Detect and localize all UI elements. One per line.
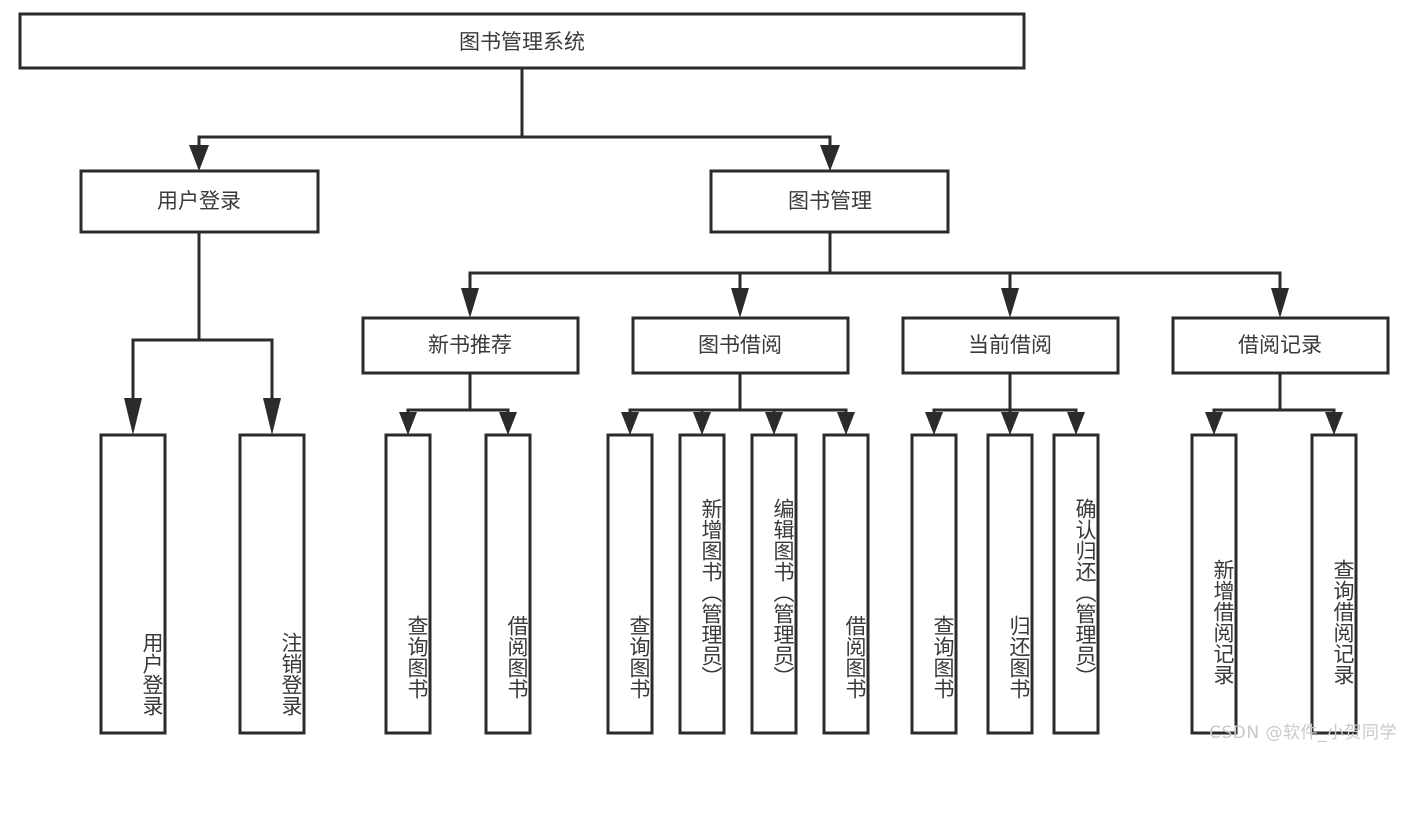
arrow-head-icon	[499, 412, 517, 435]
arrow-head-icon	[820, 145, 840, 171]
node-leaf-return-book-box[interactable]	[986, 433, 1034, 735]
leaf-boxes	[99, 433, 1358, 735]
node-book-manage[interactable]: 图书管理	[709, 169, 950, 234]
arrow-head-icon	[1067, 412, 1085, 435]
node-new-book-recommend-box[interactable]	[361, 316, 580, 375]
arrow-head-icon	[399, 412, 417, 435]
node-leaf-query-book-2-box[interactable]	[606, 433, 654, 735]
node-leaf-borrow-book-1-box[interactable]	[484, 433, 532, 735]
node-leaf-user-login-box[interactable]	[99, 433, 167, 735]
arrow-head-icon	[1001, 288, 1019, 318]
node-new-book-recommend[interactable]: 新书推荐	[361, 316, 580, 375]
arrow-head-icon	[837, 412, 855, 435]
arrow-head-icon	[731, 288, 749, 318]
node-root-box[interactable]	[18, 12, 1026, 70]
arrow-head-icon	[461, 288, 479, 318]
node-leaf-query-record-box[interactable]	[1310, 433, 1358, 735]
node-user-login-label: 用户登录	[157, 189, 241, 213]
node-root-label: 图书管理系统	[459, 30, 585, 54]
node-root[interactable]: 图书管理系统	[18, 12, 1026, 70]
node-book-manage-label: 图书管理	[788, 189, 872, 213]
diagram-canvas: 图书管理系统 用户登录 图书管理 新书推荐 图书借阅 当前借阅 借阅记录	[18, 12, 1390, 735]
arrow-head-icon	[1205, 412, 1223, 435]
node-borrow-record-label: 借阅记录	[1238, 333, 1322, 357]
arrow-head-icon	[621, 412, 639, 435]
arrow-head-icon	[765, 412, 783, 435]
node-borrow-record-box[interactable]	[1171, 316, 1390, 375]
node-leaf-query-book-1-box[interactable]	[384, 433, 432, 735]
arrow-head-icon	[693, 412, 711, 435]
arrow-head-icon	[189, 145, 209, 171]
node-book-borrow-label: 图书借阅	[698, 333, 782, 357]
node-leaf-add-book-box[interactable]	[678, 433, 726, 735]
flowchart-diagram: 图书管理系统 用户登录 图书管理 新书推荐 图书借阅 当前借阅 借阅记录	[18, 12, 1397, 743]
arrow-head-icon	[1271, 288, 1289, 318]
node-leaf-query-book-3-box[interactable]	[910, 433, 958, 735]
node-new-book-recommend-label: 新书推荐	[428, 333, 512, 357]
connector-borrowrecord-to-leaves	[1205, 371, 1343, 435]
node-book-borrow-box[interactable]	[631, 316, 850, 375]
node-book-manage-box[interactable]	[709, 169, 950, 234]
arrow-head-icon	[925, 412, 943, 435]
arrow-head-icon	[1325, 412, 1343, 435]
arrow-head-icon	[124, 398, 142, 435]
node-current-borrow-label: 当前借阅	[968, 333, 1052, 357]
node-user-login[interactable]: 用户登录	[79, 169, 320, 234]
connector-root-to-level1	[189, 66, 840, 171]
node-current-borrow-box[interactable]	[901, 316, 1120, 375]
node-borrow-record[interactable]: 借阅记录	[1171, 316, 1390, 375]
node-leaf-edit-book-box[interactable]	[750, 433, 798, 735]
node-leaf-logout-box[interactable]	[238, 433, 306, 735]
node-current-borrow[interactable]: 当前借阅	[901, 316, 1120, 375]
node-user-login-box[interactable]	[79, 169, 320, 234]
csdn-watermark: CSDN @软件_小贺同学	[1209, 723, 1397, 743]
connector-currentborrow-to-leaves	[925, 371, 1085, 435]
connector-userlogin-to-leaves	[124, 230, 281, 435]
node-leaf-add-record-box[interactable]	[1190, 433, 1238, 735]
connector-newbook-to-leaves	[399, 371, 517, 435]
connector-bookborrow-to-leaves	[621, 371, 855, 435]
arrow-head-icon	[263, 398, 281, 435]
node-leaf-confirm-return-box[interactable]	[1052, 433, 1100, 735]
node-book-borrow[interactable]: 图书借阅	[631, 316, 850, 375]
connector-bookmanage-to-level2	[461, 230, 1289, 318]
node-leaf-borrow-book-2-box[interactable]	[822, 433, 870, 735]
arrow-head-icon	[1001, 412, 1019, 435]
